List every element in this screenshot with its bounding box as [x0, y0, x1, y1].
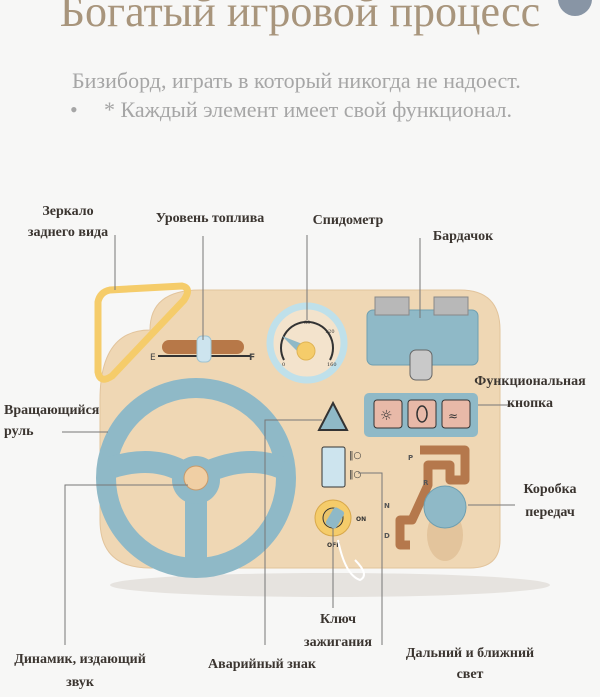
label-hazard: Аварийный знак [208, 657, 316, 672]
wiper-icon: ≈ [448, 409, 458, 423]
ignition-off: OFF [327, 542, 340, 549]
label-fuel: Уровень топлива [155, 211, 265, 226]
steering-wheel [96, 378, 296, 578]
circle-icon [416, 405, 428, 423]
hazard-triangle [317, 400, 349, 431]
speed-120: 120 [325, 329, 335, 335]
bullet-text: * Каждый элемент имеет свой функционал. [104, 97, 512, 122]
bullet-icon: • [70, 97, 78, 122]
gear-r: R [423, 479, 429, 487]
corner-circle-icon [558, 0, 592, 16]
page-title: Богатый игровой процесс [59, 0, 541, 36]
label-key-1: Ключ [319, 612, 357, 627]
label-gearbox-1: Коробка [523, 482, 577, 497]
speed-80: 80 [304, 320, 310, 326]
gear-n: N [384, 502, 390, 510]
mirror-icon [94, 282, 191, 383]
gear-d: D [384, 532, 390, 540]
sun-icon: ☼ [380, 408, 393, 424]
label-function-2: кнопка [506, 396, 554, 411]
gear-knob [423, 485, 467, 529]
subtitle: Бизиборд, играть в который никогда не на… [72, 68, 521, 93]
latch-icon [409, 349, 433, 381]
fuel-empty-label: E [150, 353, 156, 363]
label-mirror-1: Зеркало [42, 204, 94, 219]
speed-0: 0 [282, 362, 285, 368]
label-gearbox-2: передач [525, 505, 575, 520]
fuel-full-label: F [249, 353, 255, 363]
label-function-1: Функциональная [474, 374, 586, 389]
label-wheel-1: Вращающийся [4, 403, 100, 418]
speed-160: 160 [327, 362, 337, 368]
label-key-2: зажигания [304, 635, 372, 650]
gear-slot [395, 445, 470, 550]
label-speaker-1: Динамик, издающий [14, 652, 146, 667]
label-speedometer: Спидометр [312, 213, 384, 228]
label-lights-1: Дальний и ближний [405, 646, 535, 661]
gear-p: P [408, 454, 413, 462]
label-mirror-2: заднего вида [27, 225, 109, 240]
label-lights-2: свет [456, 667, 484, 682]
ignition-on: ON [356, 516, 366, 523]
light-switch [321, 446, 346, 488]
label-speaker-2: звук [66, 675, 94, 690]
label-glovebox: Бардачок [432, 229, 494, 244]
fuel-slider-thumb [196, 335, 212, 363]
svg-text:‖○: ‖○ [349, 451, 362, 461]
label-wheel-2: руль [4, 424, 34, 439]
svg-text:‖○: ‖○ [349, 470, 362, 480]
